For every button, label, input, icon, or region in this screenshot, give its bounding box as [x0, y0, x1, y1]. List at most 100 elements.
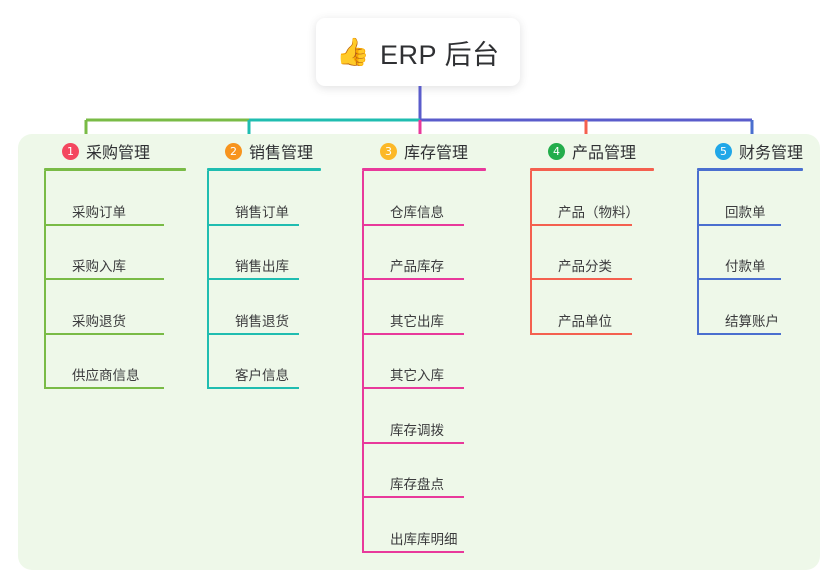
- leaf-underline: [697, 332, 781, 335]
- leaf-label: 产品库存: [390, 259, 444, 274]
- leaf-underline: [44, 278, 164, 280]
- leaf-underline: [207, 387, 299, 389]
- branch-title-4: 产品管理: [572, 145, 637, 162]
- leaf-spine: [697, 280, 699, 335]
- leaf-item[interactable]: 客户信息: [207, 334, 323, 389]
- leaf-item[interactable]: 其它出库: [362, 280, 488, 335]
- leaf-item[interactable]: 出库库明细: [362, 498, 488, 553]
- leaf-label: 产品单位: [558, 313, 612, 329]
- branch-underline-2: [207, 168, 321, 171]
- branch-title-2: 销售管理: [249, 145, 314, 162]
- leaf-item[interactable]: 产品分类: [530, 225, 656, 280]
- leaf-item[interactable]: 产品库存: [362, 225, 488, 280]
- leaf-spine: [44, 171, 46, 226]
- branch-column-1: 1 采购管理采购订单采购入库采购退货供应商信息: [40, 134, 188, 389]
- leaf-underline: [44, 223, 164, 226]
- branch-leaf-list-5: 回款单付款单结算账户: [697, 171, 805, 335]
- root-node-card[interactable]: 👍 ERP 后台: [316, 18, 520, 86]
- branch-title-5: 财务管理: [739, 145, 804, 162]
- leaf-spine: [530, 171, 532, 226]
- leaf-item[interactable]: 采购入库: [44, 225, 188, 280]
- leaf-item[interactable]: 库存调拨: [362, 389, 488, 444]
- branch-underline-4: [530, 168, 654, 171]
- leaf-label: 采购退货: [72, 313, 126, 329]
- leaf-item[interactable]: 产品（物料）: [530, 171, 656, 226]
- leaf-spine: [362, 389, 364, 444]
- leaf-item[interactable]: 回款单: [697, 171, 805, 226]
- leaf-item[interactable]: 仓库信息: [362, 171, 488, 226]
- leaf-item[interactable]: 销售出库: [207, 225, 323, 280]
- branch-leaf-list-4: 产品（物料） 产品分类产品单位: [530, 171, 656, 335]
- branch-badge-1: 1: [62, 142, 79, 160]
- leaf-item[interactable]: 供应商信息: [44, 334, 188, 389]
- leaf-spine: [530, 280, 532, 335]
- leaf-label: 客户信息: [235, 368, 289, 383]
- leaf-underline: [697, 223, 781, 226]
- leaf-item[interactable]: 采购订单: [44, 171, 188, 226]
- leaf-item[interactable]: 采购退货: [44, 280, 188, 335]
- root-title: ERP 后台: [380, 39, 500, 70]
- leaf-spine: [697, 171, 699, 226]
- leaf-spine: [530, 225, 532, 280]
- leaf-item[interactable]: 其它入库: [362, 334, 488, 389]
- leaf-item[interactable]: 销售订单: [207, 171, 323, 226]
- leaf-item[interactable]: 销售退货: [207, 280, 323, 335]
- leaf-label: 付款单: [725, 259, 766, 274]
- branch-leaf-list-3: 仓库信息产品库存其它出库其它入库库存调拨库存盘点出库库明细: [362, 171, 488, 553]
- leaf-underline: [207, 332, 299, 335]
- branch-header-1[interactable]: 1 采购管理: [40, 134, 188, 168]
- leaf-spine: [207, 280, 209, 335]
- leaf-label: 采购入库: [72, 259, 126, 274]
- leaf-spine: [362, 171, 364, 226]
- leaf-spine: [362, 280, 364, 335]
- branch-leaf-list-1: 采购订单采购入库采购退货供应商信息: [44, 171, 188, 389]
- leaf-spine: [44, 280, 46, 335]
- leaf-label: 仓库信息: [390, 204, 444, 220]
- leaf-underline: [697, 278, 781, 280]
- leaf-item[interactable]: 产品单位: [530, 280, 656, 335]
- branch-title-1: 采购管理: [86, 145, 151, 162]
- leaf-underline: [44, 387, 164, 389]
- leaf-underline: [362, 332, 464, 335]
- leaf-label: 销售订单: [235, 204, 289, 220]
- leaf-label: 产品分类: [558, 259, 612, 274]
- leaf-label: 产品（物料）: [558, 204, 639, 220]
- leaf-underline: [362, 278, 464, 280]
- leaf-label: 销售退货: [235, 313, 289, 329]
- leaf-spine: [207, 225, 209, 280]
- leaf-spine: [362, 443, 364, 498]
- leaf-spine: [44, 225, 46, 280]
- leaf-item[interactable]: 库存盘点: [362, 443, 488, 498]
- leaf-item[interactable]: 付款单: [697, 225, 805, 280]
- leaf-label: 结算账户: [725, 313, 779, 329]
- leaf-underline: [207, 278, 299, 280]
- leaf-spine: [207, 171, 209, 226]
- leaf-label: 采购订单: [72, 204, 126, 220]
- leaf-underline: [44, 332, 164, 335]
- leaf-spine: [44, 334, 46, 389]
- leaf-item[interactable]: 结算账户: [697, 280, 805, 335]
- leaf-label: 其它出库: [390, 313, 444, 329]
- branch-leaf-list-2: 销售订单销售出库销售退货客户信息: [207, 171, 323, 389]
- branch-underline-1: [44, 168, 186, 171]
- leaf-spine: [207, 334, 209, 389]
- leaf-underline: [362, 223, 464, 226]
- leaf-underline: [362, 496, 464, 498]
- leaf-spine: [697, 225, 699, 280]
- branch-underline-3: [362, 168, 486, 171]
- leaf-underline: [530, 223, 632, 226]
- leaf-spine: [362, 498, 364, 553]
- leaf-underline: [362, 441, 464, 444]
- leaf-label: 库存盘点: [390, 477, 444, 492]
- leaf-underline: [207, 223, 299, 226]
- leaf-underline: [362, 387, 464, 389]
